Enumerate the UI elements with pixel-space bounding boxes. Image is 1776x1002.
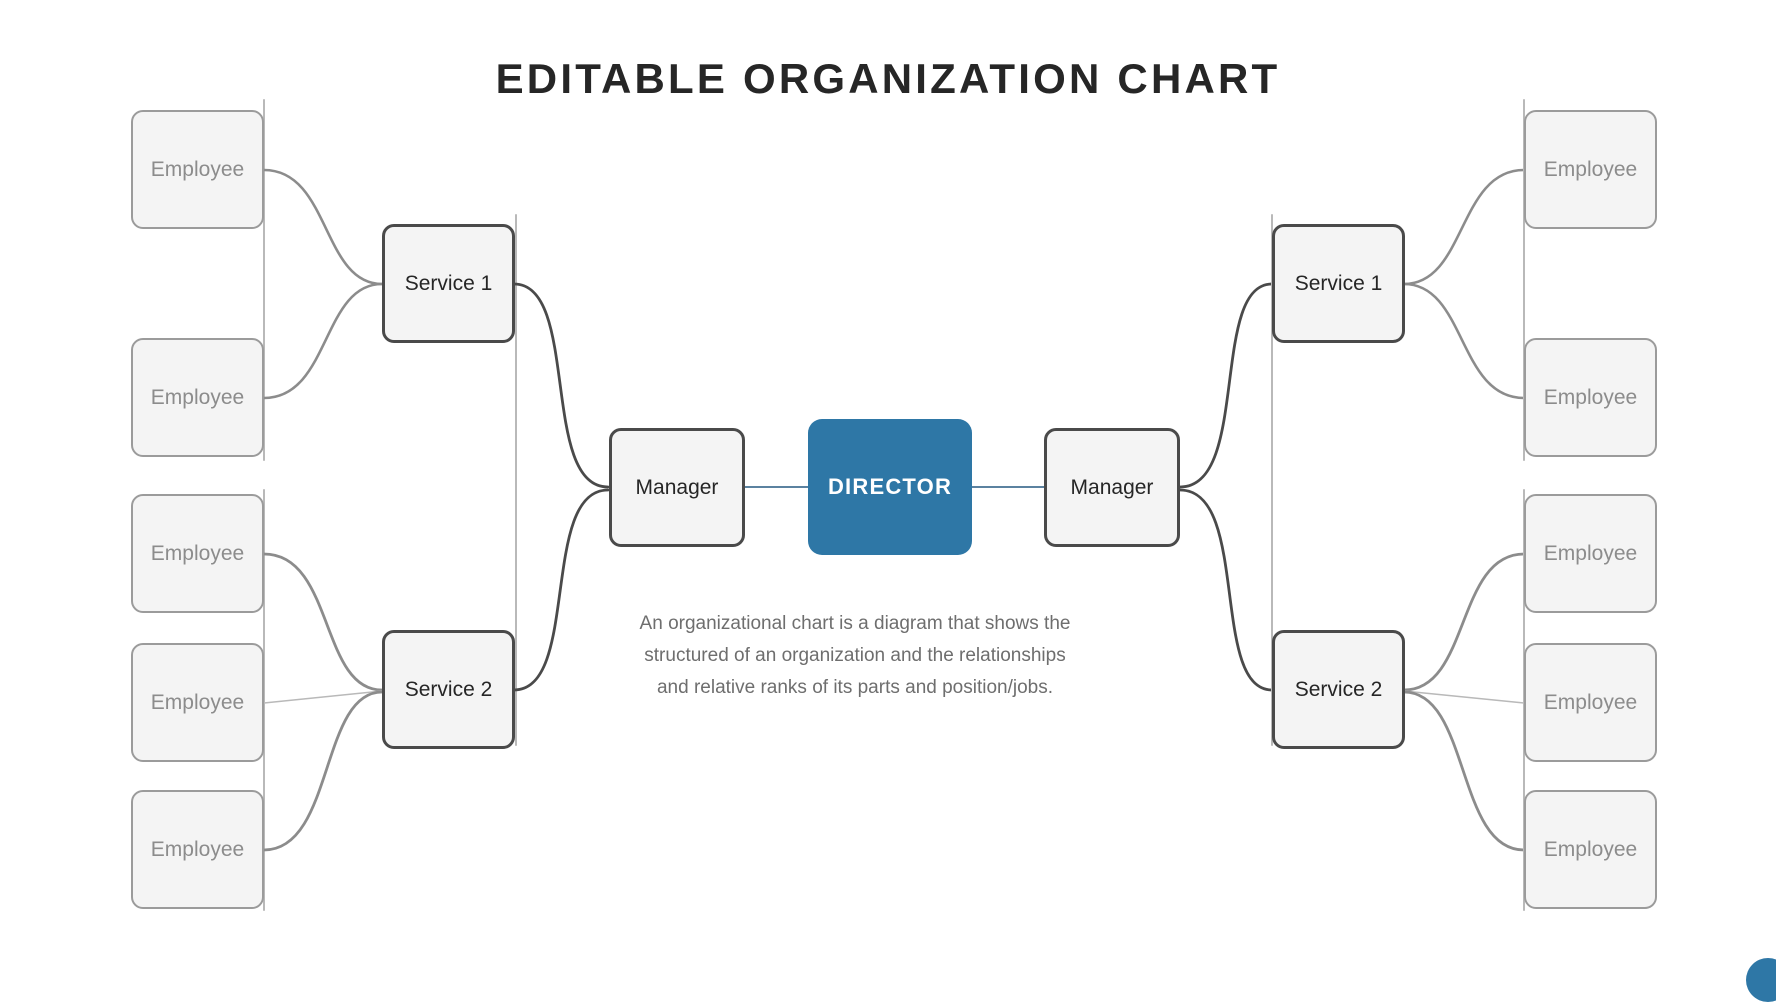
connector-employee-l2a-service2: [262, 552, 384, 692]
node-label: Manager: [1070, 475, 1154, 499]
description-line-2: structured of an organization and the re…: [644, 645, 1066, 666]
node-label: Employee: [1543, 837, 1638, 861]
node-service-right-1[interactable]: Service 1: [1272, 224, 1405, 343]
node-manager-right[interactable]: Manager: [1044, 428, 1180, 547]
node-employee-right-2b[interactable]: Employee: [1524, 643, 1657, 762]
connector-employee-l2c-service2: [262, 690, 384, 852]
node-label: Employee: [1543, 385, 1638, 409]
connector-employee-l1a-service1: [262, 168, 384, 286]
node-employee-right-2a[interactable]: Employee: [1524, 494, 1657, 613]
description-line-3: and relative ranks of its parts and posi…: [656, 677, 1054, 698]
node-employee-right-1a[interactable]: Employee: [1524, 110, 1657, 229]
node-employee-left-1b[interactable]: Employee: [131, 338, 264, 457]
node-employee-left-2c[interactable]: Employee: [131, 790, 264, 909]
node-label: Manager: [635, 475, 719, 499]
node-director[interactable]: DIRECTOR: [808, 419, 972, 555]
connector-service-r2-employee-c: [1402, 690, 1526, 852]
node-label: Employee: [1543, 157, 1638, 181]
node-label: Employee: [150, 157, 245, 181]
node-manager-left[interactable]: Manager: [609, 428, 745, 547]
node-label: Employee: [150, 837, 245, 861]
node-label: Employee: [150, 690, 245, 714]
connector-manager-right-service-r1: [1178, 282, 1274, 489]
connector-employee-l1b-service1: [262, 282, 384, 400]
node-service-left-1[interactable]: Service 1: [382, 224, 515, 343]
description-line-1: An organizational chart is a diagram tha…: [639, 613, 1071, 634]
node-service-right-2[interactable]: Service 2: [1272, 630, 1405, 749]
node-label: DIRECTOR: [827, 474, 953, 499]
connector-service-r2-employee-b: [1403, 690, 1525, 704]
connector-service-l1-manager: [512, 282, 610, 489]
node-label: Service 2: [1294, 677, 1383, 701]
node-label: Service 1: [1294, 271, 1383, 295]
node-label: Employee: [1543, 690, 1638, 714]
node-employee-left-2a[interactable]: Employee: [131, 494, 264, 613]
corner-accent-circle: [1746, 958, 1776, 1002]
connector-employee-l2b-service2: [263, 690, 383, 704]
node-label: Service 1: [404, 271, 493, 295]
node-employee-right-2c[interactable]: Employee: [1524, 790, 1657, 909]
node-employee-left-2b[interactable]: Employee: [131, 643, 264, 762]
node-employee-right-1b[interactable]: Employee: [1524, 338, 1657, 457]
node-label: Employee: [150, 385, 245, 409]
connector-service-r1-employee-b: [1402, 282, 1526, 400]
chart-description: An organizational chart is a diagram tha…: [620, 608, 1090, 704]
page-title: EDITABLE ORGANIZATION CHART: [495, 55, 1281, 102]
connector-service-l2-manager: [512, 488, 610, 692]
node-label: Employee: [1543, 541, 1638, 565]
node-employee-left-1a[interactable]: Employee: [131, 110, 264, 229]
node-label: Employee: [150, 541, 245, 565]
connector-service-r2-employee-a: [1402, 552, 1526, 692]
connector-service-r1-employee-a: [1402, 168, 1526, 286]
node-service-left-2[interactable]: Service 2: [382, 630, 515, 749]
connector-manager-right-service-r2: [1178, 488, 1274, 692]
node-label: Service 2: [404, 677, 493, 701]
